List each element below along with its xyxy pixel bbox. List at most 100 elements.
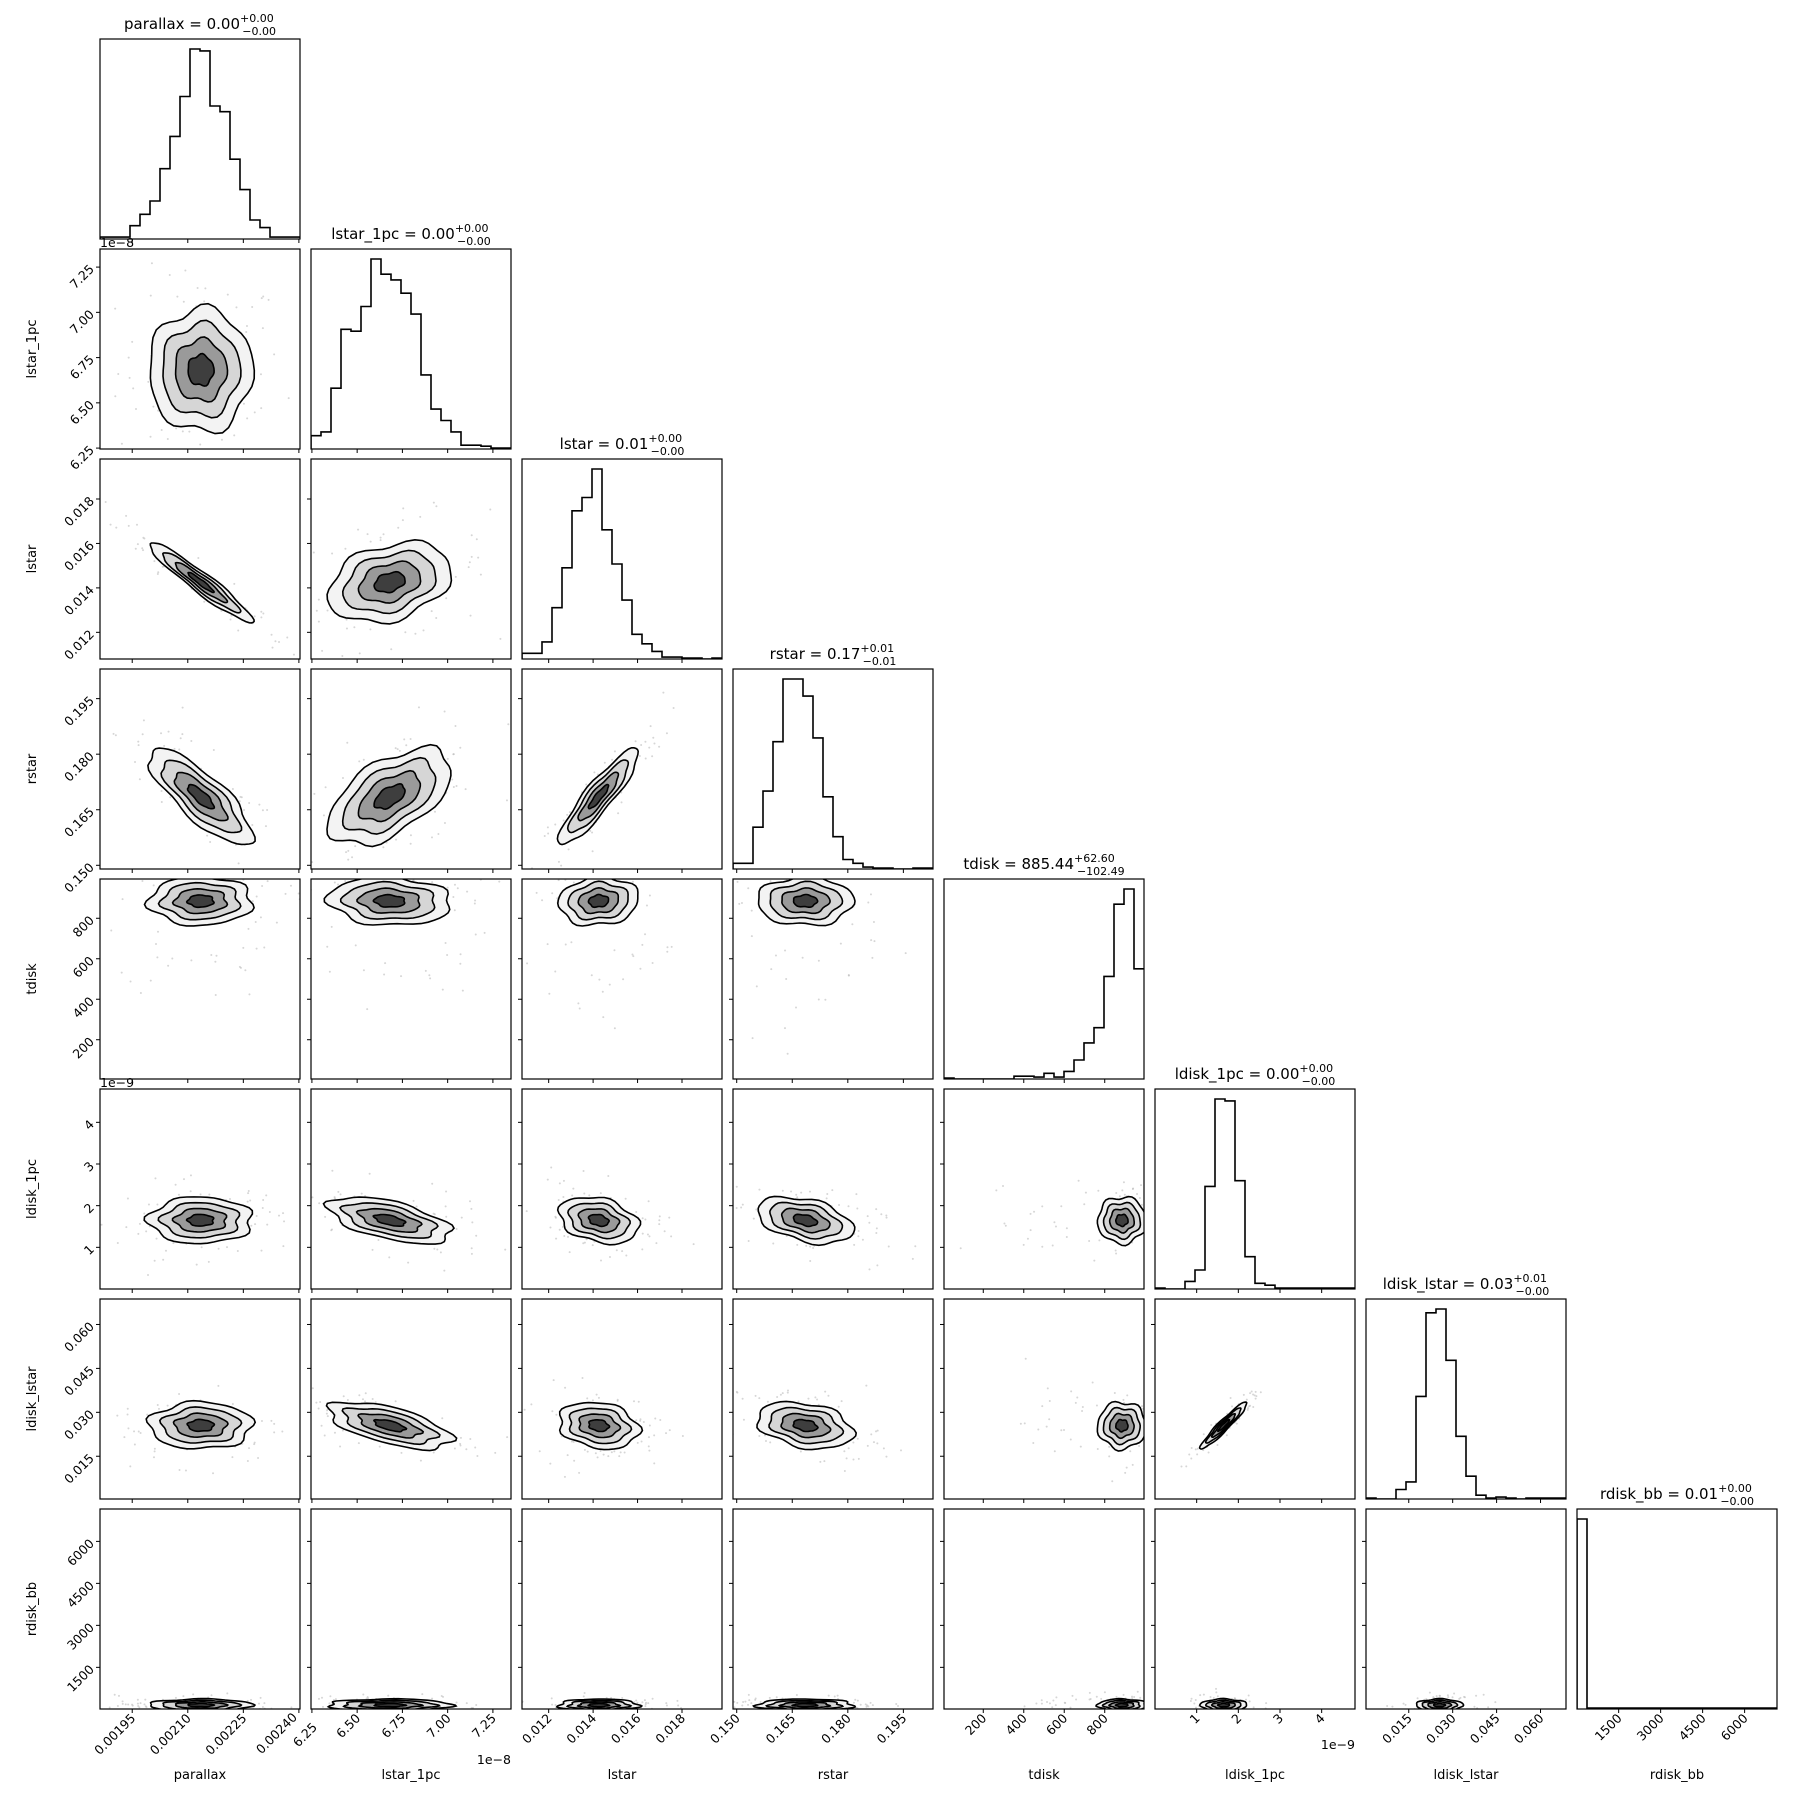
- scatter-point: [766, 1400, 769, 1403]
- scatter-point: [177, 1193, 180, 1196]
- contour-line: [157, 881, 242, 921]
- scatter-point: [377, 1239, 380, 1242]
- scatter-point: [412, 1199, 415, 1202]
- scatter-point: [1125, 1710, 1127, 1712]
- scatter-point: [248, 802, 251, 805]
- scatter-point: [326, 945, 329, 948]
- scatter-point: [549, 1462, 552, 1465]
- plot-area: [523, 1377, 684, 1478]
- scatter-point: [424, 969, 427, 972]
- scatter-point: [153, 1450, 156, 1453]
- scatter-point: [1140, 1184, 1143, 1187]
- scatter-point: [838, 1203, 841, 1206]
- scatter-point: [260, 1419, 263, 1422]
- scatter-point: [251, 900, 254, 903]
- scatter-point: [1039, 1711, 1041, 1713]
- contour-line: [558, 1401, 644, 1451]
- scatter-point: [262, 1192, 264, 1194]
- contour-line: [1101, 1699, 1141, 1709]
- scatter-point: [781, 1189, 784, 1192]
- scatter-point: [326, 1409, 329, 1412]
- density-fill-level: [373, 1419, 407, 1432]
- scatter-point: [550, 1166, 553, 1169]
- scatter-point: [127, 356, 130, 359]
- scatter-point: [1252, 1393, 1255, 1396]
- panel-title-lstar_1pc: lstar_1pc = 0.00+0.00−0.00: [331, 222, 491, 248]
- scatter-point: [269, 1712, 271, 1714]
- scatter-point: [251, 306, 254, 309]
- scatter-point: [286, 872, 288, 874]
- y-tick-label: 600: [69, 953, 97, 981]
- scatter-point: [339, 1193, 342, 1196]
- scatter-point: [776, 1396, 779, 1399]
- scatter-point: [1150, 1710, 1152, 1712]
- scatter-point: [531, 874, 533, 876]
- scatter-point: [681, 1434, 684, 1437]
- scatter-point: [401, 519, 404, 522]
- contour-line: [172, 1412, 229, 1439]
- panel-frame: [1154, 1508, 1356, 1710]
- contour-line: [1204, 1699, 1242, 1709]
- scatter-point: [246, 1200, 249, 1203]
- scatter-point: [1386, 1704, 1389, 1707]
- title-minus: −0.00: [651, 445, 685, 458]
- scatter-point: [1144, 1235, 1146, 1237]
- scatter-point: [182, 1695, 185, 1698]
- scatter-point: [398, 749, 401, 752]
- scatter-point: [1196, 1453, 1199, 1456]
- scatter-point: [1487, 1706, 1490, 1709]
- panel-title-rdisk_bb: rdisk_bb = 0.01+0.00−0.00: [1600, 1482, 1754, 1508]
- scatter-point: [138, 1222, 141, 1225]
- plot-area: [317, 1693, 478, 1713]
- scatter-point: [638, 754, 641, 757]
- histogram-panel-rstar: [732, 668, 934, 873]
- scatter-point: [470, 1247, 473, 1250]
- scatter-point: [465, 1448, 468, 1451]
- scatter-point: [1060, 1429, 1063, 1432]
- scatter-point: [633, 1701, 636, 1704]
- scatter-point: [1246, 1408, 1249, 1411]
- scatter-point: [800, 1191, 803, 1194]
- scatter-point: [423, 1711, 425, 1713]
- scatter-point: [226, 293, 229, 296]
- scatter-point: [1051, 1706, 1054, 1709]
- scatter-point: [817, 998, 820, 1001]
- scatter-point: [113, 1693, 116, 1696]
- scatter-point: [840, 1400, 843, 1403]
- scatter-point: [347, 858, 350, 861]
- scatter-point: [1252, 1406, 1255, 1409]
- scatter-point: [1148, 1423, 1150, 1425]
- scatter-point: [653, 1462, 656, 1465]
- scatter-point: [138, 778, 141, 781]
- density-fill-level: [793, 894, 818, 908]
- scatter-point: [856, 1437, 859, 1440]
- scatter-point: [262, 1199, 265, 1202]
- scatter-point: [345, 618, 348, 621]
- scatter-point: [608, 983, 611, 986]
- scatter-point: [443, 1269, 446, 1272]
- contour-line: [587, 1213, 610, 1228]
- scatter-point: [162, 1258, 165, 1261]
- scatter-point: [806, 1711, 808, 1713]
- scatter-point: [226, 1692, 229, 1695]
- scatter-point: [79, 896, 81, 898]
- scatter-point: [139, 1432, 142, 1435]
- scatter-point: [554, 1715, 556, 1717]
- scatter-point: [546, 943, 549, 946]
- scatter-point: [648, 746, 651, 749]
- plot-area: [735, 1185, 917, 1271]
- scatter-panel-tdisk-vs-ldisk_1pc: [940, 1088, 1146, 1293]
- plot-area: [100, 1174, 286, 1277]
- scatter-point: [455, 1227, 458, 1230]
- scatter-point: [141, 733, 144, 736]
- scatter-panel-ldisk_1pc-vs-ldisk_lstar: [1151, 1298, 1356, 1503]
- scatter-point: [597, 1396, 600, 1399]
- scatter-point: [635, 1419, 638, 1422]
- contour-line: [171, 887, 229, 915]
- scatter-point: [643, 1699, 646, 1702]
- scatter-point: [444, 1205, 447, 1208]
- density-fill-level: [588, 784, 609, 809]
- scatter-point: [394, 747, 397, 750]
